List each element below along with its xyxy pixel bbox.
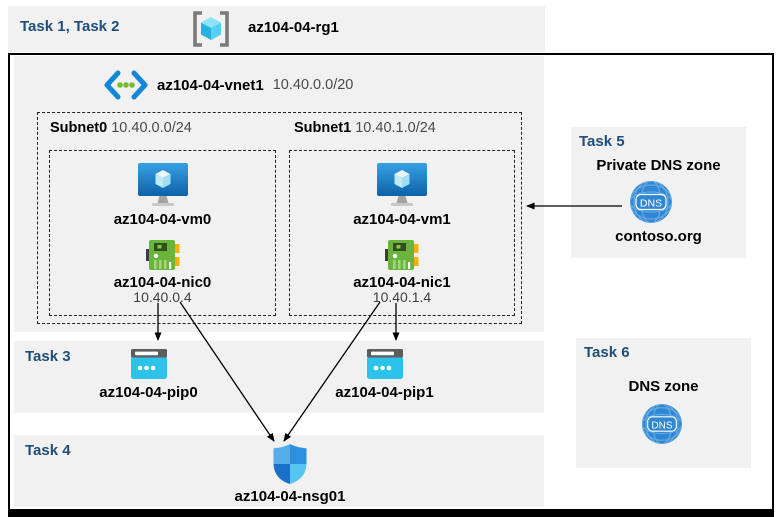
network-interface-icon	[385, 240, 419, 270]
vnet-name: az104-04-vnet1	[157, 76, 264, 94]
subnet0-label: Subnet0 10.40.0.0/24	[50, 120, 192, 136]
resource-group-icon	[193, 11, 229, 47]
subnet0-cidr: 10.40.0.0/24	[111, 120, 192, 136]
task-3-band: Task 3 az104-04-pip0 az104-04-pip1	[14, 341, 544, 413]
nic1-ip: 10.40.1.4	[372, 289, 432, 305]
network-interface-icon	[145, 240, 179, 270]
virtual-machine-icon	[137, 163, 188, 206]
private-dns-zone-name: contoso.org	[615, 228, 702, 245]
task-1-2-band: Task 1, Task 2 az104-04-rg1	[8, 6, 545, 52]
private-dns-zone-title: Private DNS zone	[596, 157, 721, 174]
resource-group-name: az104-04-rg1	[248, 19, 339, 36]
vnet-header: az104-04-vnet1 10.40.0.0/20	[104, 68, 353, 102]
vm1-name: az104-04-vm1	[353, 211, 451, 228]
dns-globe-icon: DNS	[630, 181, 672, 223]
nsg-shield-icon	[273, 444, 307, 484]
pip1-name: az104-04-pip1	[335, 384, 434, 401]
vm0-box: az104-04-vm0 az104-04-nic0 10.40.0.4	[49, 150, 276, 316]
nic0-name: az104-04-nic0	[113, 274, 212, 291]
task-6-label: Task 6	[584, 344, 630, 361]
subnet0-name: Subnet0	[50, 120, 108, 136]
subnet1-label: Subnet1 10.40.1.0/24	[294, 120, 436, 136]
diagram-frame	[8, 53, 774, 517]
vnet-cidr: 10.40.0.0/20	[272, 77, 354, 93]
dns-icon-text: DNS	[651, 420, 672, 431]
virtual-network-icon	[104, 70, 148, 100]
nsg-group: az104-04-nsg01	[204, 443, 376, 505]
nic0-ip: 10.40.0.4	[133, 289, 192, 305]
pip0-name: az104-04-pip0	[99, 384, 198, 401]
dns-icon-text: DNS	[640, 198, 662, 210]
nic1-name: az104-04-nic1	[353, 274, 451, 291]
public-ip-icon	[366, 349, 403, 379]
vnet-region: az104-04-vnet1 10.40.0.0/20 Subnet0 10.4…	[14, 56, 544, 332]
task-5-label: Task 5	[579, 133, 625, 150]
subnet1-name: Subnet1	[294, 120, 352, 136]
nsg-name: az104-04-nsg01	[234, 488, 346, 505]
task-3-label: Task 3	[25, 348, 71, 365]
pip1-group: az104-04-pip1	[312, 349, 457, 401]
virtual-machine-icon	[377, 163, 427, 206]
task-5-box: Task 5 Private DNS zone DNS contoso.org	[571, 127, 746, 258]
subnet1-cidr: 10.40.1.0/24	[355, 120, 436, 136]
public-ip-icon	[130, 349, 167, 379]
task-6-box: Task 6 DNS zone DNS	[576, 338, 751, 468]
dns-zone-title: DNS zone	[628, 378, 699, 395]
task-1-2-label: Task 1, Task 2	[20, 18, 120, 35]
dns-globe-icon: DNS	[641, 403, 683, 445]
vm0-name: az104-04-vm0	[113, 211, 212, 228]
task-4-band: Task 4 az104-04-nsg01	[14, 435, 544, 507]
subnets-container: Subnet0 10.40.0.0/24 Subnet1 10.40.1.0/2…	[37, 112, 522, 324]
vm1-box: az104-04-vm1 az104-04-nic1 10.40.1.4	[289, 150, 515, 316]
task-4-label: Task 4	[25, 442, 71, 459]
pip0-group: az104-04-pip0	[76, 349, 221, 401]
